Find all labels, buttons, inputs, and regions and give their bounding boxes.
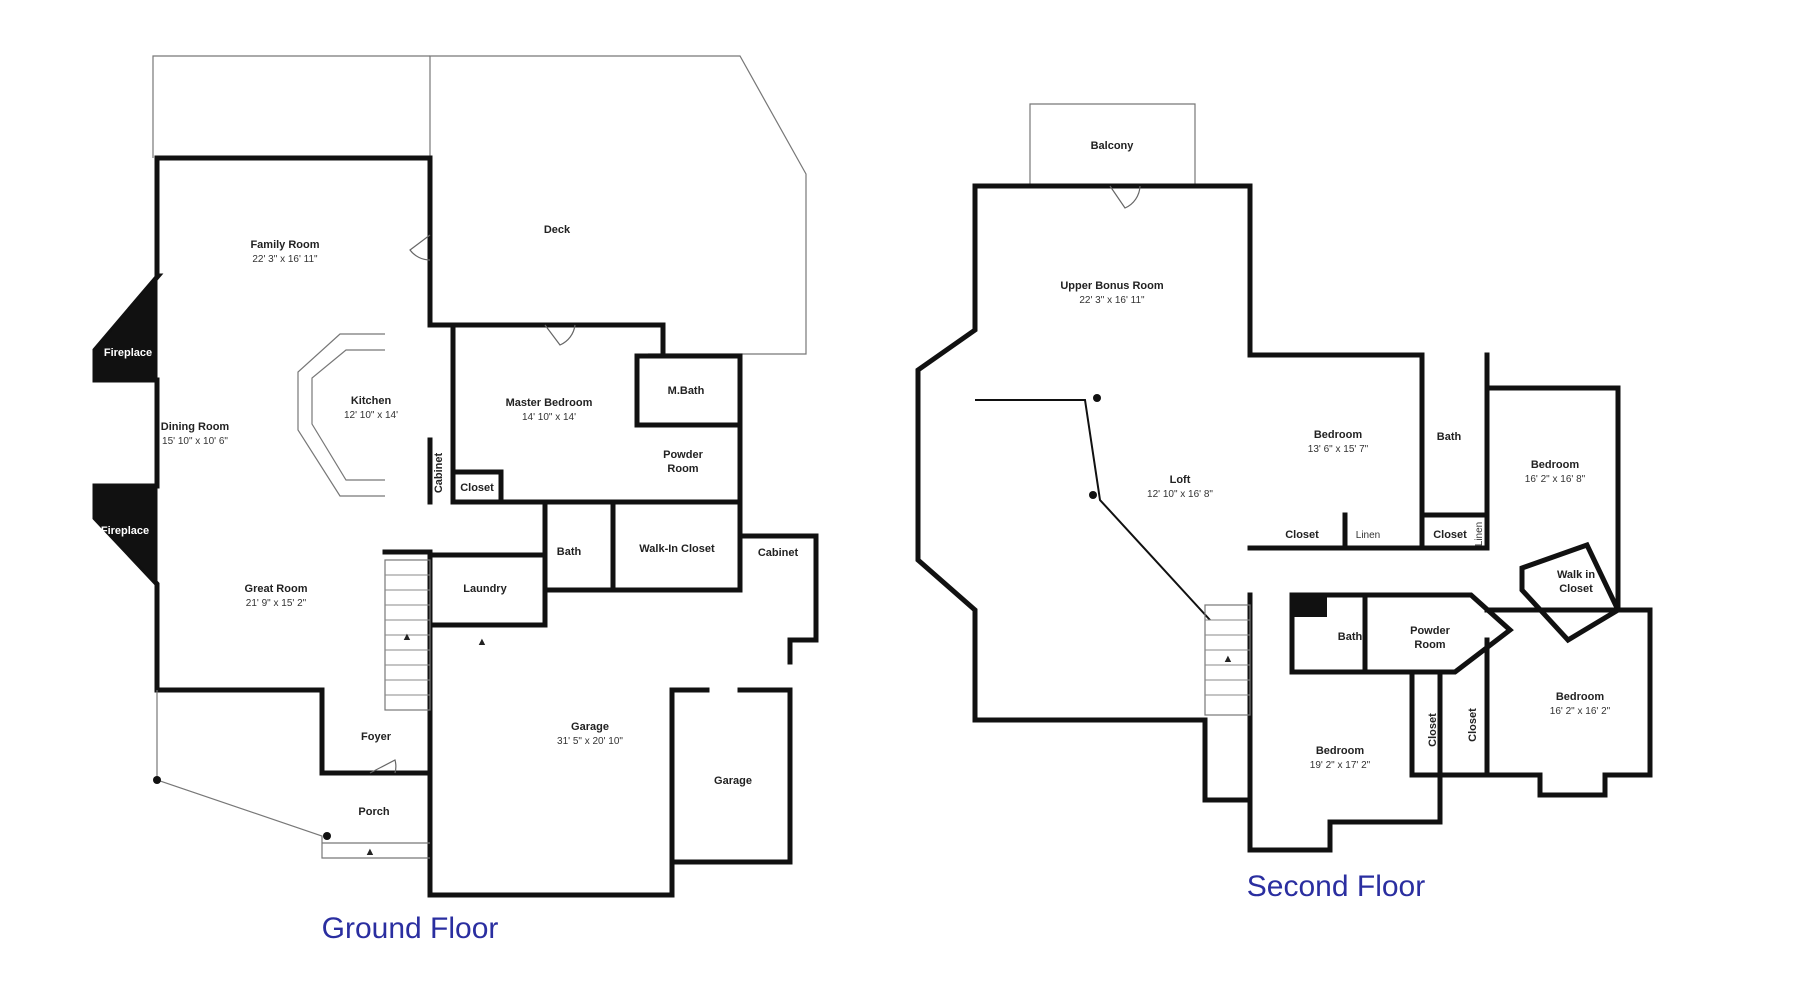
deck-outline: [429, 55, 807, 355]
wall-bath-2: [1289, 592, 1514, 675]
room-label: Powder: [663, 449, 703, 461]
wall-laundry: [427, 552, 548, 628]
wall-cabinet-right: [737, 533, 819, 643]
wall-garage: [427, 687, 710, 898]
bath-2-black-block: [1294, 597, 1327, 617]
room-label: Garage: [571, 721, 609, 733]
room-label: Master Bedroom: [506, 397, 593, 409]
room-label: Great Room: [245, 583, 308, 595]
room-label: Bath: [1338, 631, 1363, 643]
ground-stairs: [384, 559, 431, 711]
room-label: Powder: [1410, 625, 1450, 637]
room-label: Deck: [544, 224, 571, 236]
room-size: 22' 3" x 16' 11": [1079, 295, 1145, 306]
room-size: 31' 5" x 20' 10": [557, 736, 623, 747]
room-size: 12' 10" x 16' 8": [1147, 489, 1213, 500]
second-floor-plan: ▲ Balcony Upper Bonus Room 22' 3" x 16' …: [915, 103, 1653, 903]
room-size: 22' 3" x 16' 11": [252, 254, 318, 265]
ground-floor-plan: ▲ ▲ ▲ Family Room 22' 3" x 16' 11" Deck …: [92, 55, 819, 945]
room-label: Cabinet: [433, 452, 445, 493]
room-label: Closet: [1559, 583, 1593, 595]
porch-arrow: ▲: [365, 846, 376, 858]
wall-garage-right: [669, 687, 793, 865]
room-label: Porch: [358, 806, 389, 818]
room-size: 13' 6" x 15' 7": [1308, 444, 1369, 455]
room-label: Family Room: [250, 239, 319, 251]
second-stairs: [1204, 604, 1251, 716]
closet-box: [450, 469, 504, 505]
floor-label-second: Second Floor: [1247, 870, 1425, 903]
room-label: Bedroom: [1556, 691, 1605, 703]
room-label: Loft: [1170, 474, 1191, 486]
door-swing-balcony: [1109, 185, 1141, 209]
porch-outline: [156, 690, 430, 859]
room-size: 15' 10" x 10' 6": [162, 436, 228, 447]
room-label: Kitchen: [351, 395, 392, 407]
wall-bedroom-4: [1247, 592, 1443, 853]
room-label: Bedroom: [1314, 429, 1363, 441]
loft-post: [1093, 394, 1101, 402]
room-label: Dining Room: [161, 421, 230, 433]
room-label: Walk in: [1557, 569, 1595, 581]
balcony-outline: [1029, 103, 1196, 186]
wall-master-top: [427, 322, 666, 359]
room-size: 19' 2" x 17' 2": [1310, 760, 1371, 771]
room-label: Foyer: [361, 731, 392, 743]
room-label: Walk-In Closet: [639, 543, 715, 555]
room-label: Garage: [714, 775, 752, 787]
fireplace-label: Fireplace: [101, 525, 149, 537]
room-size: 12' 10" x 14': [344, 410, 398, 421]
wall-bonus-outer: [915, 183, 1253, 803]
room-label: Balcony: [1091, 140, 1135, 152]
door-swing-deck: [409, 234, 431, 261]
room-label: Cabinet: [758, 547, 799, 559]
room-size: 16' 2" x 16' 8": [1525, 474, 1586, 485]
wall-bedroom-3: [1409, 607, 1653, 798]
loft-post: [1089, 491, 1097, 499]
room-size: 16' 2" x 16' 2": [1550, 706, 1611, 717]
room-label: Bath: [1437, 431, 1462, 443]
wall-mbath: [634, 353, 743, 505]
door-swing-porch: [369, 759, 397, 774]
room-label: Bath: [557, 546, 582, 558]
stairs-up-arrow: ▲: [402, 631, 413, 643]
room-label: Bedroom: [1316, 745, 1365, 757]
deck-outline-back: [152, 55, 430, 158]
room-label: Room: [667, 463, 698, 475]
wall-bedroom-2: [1484, 385, 1621, 613]
room-label: Closet: [1427, 713, 1439, 747]
fireplace-1: [94, 274, 158, 381]
room-label: Upper Bonus Room: [1060, 280, 1163, 292]
fireplace-label: Fireplace: [104, 347, 152, 359]
room-size: 21' 9" x 15' 2": [246, 598, 307, 609]
room-label: Laundry: [463, 583, 507, 595]
room-label: Linen: [1474, 522, 1485, 546]
second-stairs-arrow: ▲: [1223, 653, 1234, 665]
room-label: M.Bath: [668, 385, 705, 397]
room-label: Linen: [1356, 530, 1380, 541]
fireplace-2: [94, 485, 158, 586]
wall-walk-in: [1519, 541, 1622, 644]
room-label: Closet: [1285, 529, 1319, 541]
kitchen-counter-inner: [311, 349, 385, 481]
laundry-stairs-arrow: ▲: [477, 636, 488, 648]
room-size: 14' 10" x 14': [522, 412, 576, 423]
porch-post: [153, 776, 161, 784]
door-swing-master: [544, 324, 576, 346]
room-label: Closet: [1467, 708, 1479, 742]
kitchen-counter: [297, 333, 385, 497]
room-label: Room: [1414, 639, 1445, 651]
porch-post: [323, 832, 331, 840]
room-label: Bedroom: [1531, 459, 1580, 471]
wall-bonus-inner: [975, 399, 1211, 621]
wall-bath-walkin: [542, 499, 743, 593]
room-label: Closet: [460, 482, 494, 494]
floor-label-ground: Ground Floor: [322, 912, 499, 945]
room-label: Closet: [1433, 529, 1467, 541]
